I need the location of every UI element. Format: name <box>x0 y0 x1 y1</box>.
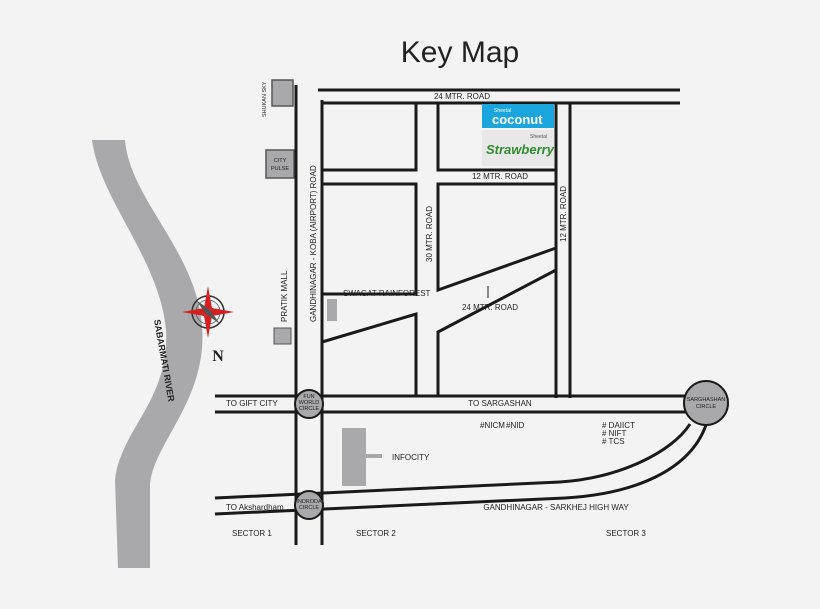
shukan-sky-label: SHUKAN SKY <box>262 81 268 117</box>
coconut-project-logo: Sheetal coconut <box>482 104 554 128</box>
fun-world-circle <box>294 389 324 419</box>
fun-world-label-1: FUN <box>303 394 314 400</box>
pratik-mall-label: PRATIK MALL <box>280 270 289 322</box>
highway-label: GANDHINAGAR - SARKHEJ HIGH WAY <box>483 503 629 512</box>
coconut-brand: coconut <box>492 112 543 127</box>
highway-south-edge <box>214 424 708 516</box>
block-east-south <box>436 267 558 398</box>
indroda-label-1: INDRODA <box>296 499 322 505</box>
swagat-rainforest-marker <box>327 299 337 321</box>
strawberry-tagline: Sheetal <box>530 134 547 140</box>
sargashan-circle-label-1: SARGHASHAN <box>687 397 726 403</box>
block-nw <box>320 101 418 172</box>
map-title: Key Map <box>401 36 519 69</box>
sector-2-label: SECTOR 2 <box>356 529 396 538</box>
to-gift-city-label: TO GIFT CITY <box>226 399 278 408</box>
compass-north-label: N <box>212 348 224 365</box>
strawberry-project-logo: Sheetal Strawberry <box>482 130 555 166</box>
nid-label: #NID <box>506 421 524 430</box>
nift-label: # NIFT <box>602 429 627 438</box>
block-west-south <box>320 311 418 398</box>
city-pulse-label-1: CITY <box>274 158 287 164</box>
to-akshardham-label: TO Akshardham <box>226 503 284 512</box>
fun-world-label-3: CIRCLE <box>299 406 320 412</box>
shukan-sky-marker <box>271 79 294 107</box>
sabarmati-river <box>92 140 203 568</box>
indroda-label-2: CIRCLE <box>299 505 320 511</box>
koba-road-label: GANDHINAGAR - KOBA (AIRPORT) ROAD <box>309 165 318 322</box>
nicm-label: #NICM <box>480 421 505 430</box>
fun-world-label-2: WORLD <box>299 400 320 406</box>
sector-1-label: SECTOR 1 <box>232 529 272 538</box>
city-pulse-marker <box>265 149 295 179</box>
indroda-circle <box>294 490 324 520</box>
compass-rose-icon <box>182 286 234 338</box>
infocity-connector <box>366 454 382 458</box>
sargashan-circle-label-2: CIRCLE <box>696 404 717 410</box>
sector-3-label: SECTOR 3 <box>606 529 646 538</box>
highway-north-edge <box>214 423 692 500</box>
city-pulse-label-2: PULSE <box>271 166 289 172</box>
infocity-marker <box>342 428 366 486</box>
coconut-tagline: Sheetal <box>494 108 511 114</box>
road-24-diag-label: 24 MTR. ROAD <box>462 303 518 312</box>
pratik-mall-marker <box>273 327 292 345</box>
to-sargashan-label: TO SARGASHAN <box>468 399 532 408</box>
swagat-rainforest-label: SWAGAT RAINFOREST <box>343 289 431 298</box>
tcs-label: # TCS <box>602 437 625 446</box>
sargashan-circle <box>683 380 729 426</box>
road-24-top-label: 24 MTR. ROAD <box>434 92 490 101</box>
block-west-mid <box>320 182 418 296</box>
road-12-mid-label: 12 MTR. ROAD <box>472 172 528 181</box>
infocity-label: INFOCITY <box>392 453 430 462</box>
road-30-label: 30 MTR. ROAD <box>425 206 434 262</box>
strawberry-brand: Strawberry <box>486 142 555 157</box>
road-12-vertical-label: 12 MTR. ROAD <box>559 186 568 242</box>
block-east-mid <box>436 182 558 293</box>
daiict-label: # DAIICT <box>602 421 635 430</box>
